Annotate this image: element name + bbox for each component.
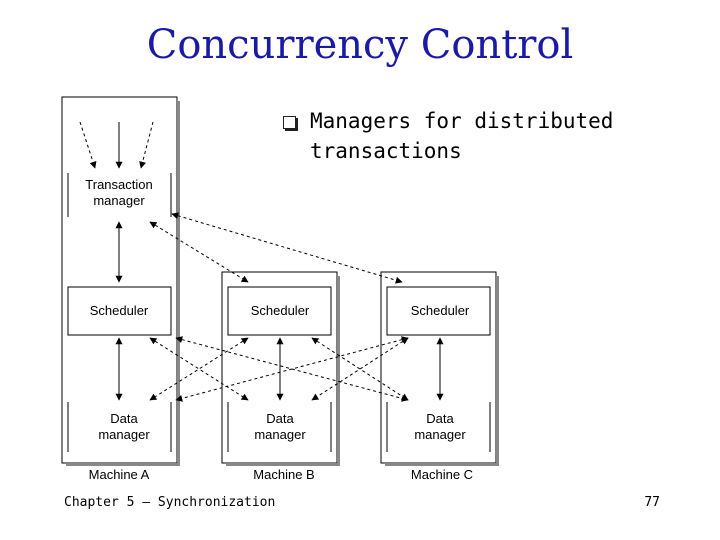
data-manager-label-b-1: Data (266, 411, 294, 426)
scheduler-label-a: Scheduler (90, 303, 149, 318)
tm-scheduler-c-arrow (171, 212, 403, 284)
transaction-manager-label-2: manager (93, 193, 145, 208)
slide-title: Concurrency Control (146, 22, 574, 68)
transaction-manager-label-1: Transaction (85, 177, 152, 192)
data-manager-label-c-2: manager (414, 427, 466, 442)
incoming-arrow-right (139, 121, 154, 169)
incoming-arrow-left (79, 121, 97, 169)
scheduler-label-b: Scheduler (251, 303, 310, 318)
data-manager-label-c-1: Data (426, 411, 454, 426)
bullet-box-icon (283, 116, 296, 129)
bullet-line-1: Managers for distributed (310, 109, 614, 133)
scheduler-box-a (67, 286, 172, 336)
bullet-line-2: transactions (310, 139, 462, 163)
scheduler-box-c (386, 286, 491, 336)
machine-label-a: Machine A (89, 467, 150, 482)
cross-arrow-4 (175, 336, 409, 402)
bullet-text: Managers for distributed transactions (310, 106, 613, 166)
footer-page-number: 77 (644, 495, 660, 510)
cross-arrow-6 (311, 337, 409, 401)
data-manager-label-b-2: manager (254, 427, 306, 442)
machine-label-b: Machine B (253, 467, 314, 482)
scheduler-label-c: Scheduler (411, 303, 470, 318)
data-manager-label-a-2: manager (98, 427, 150, 442)
data-manager-label-a-1: Data (110, 411, 138, 426)
tm-scheduler-b-arrow (149, 221, 249, 283)
scheduler-box-b (227, 286, 332, 336)
footer-chapter: Chapter 5 — Synchronization (64, 495, 276, 510)
machine-a-shadow (177, 101, 180, 466)
machine-label-c: Machine C (411, 467, 473, 482)
